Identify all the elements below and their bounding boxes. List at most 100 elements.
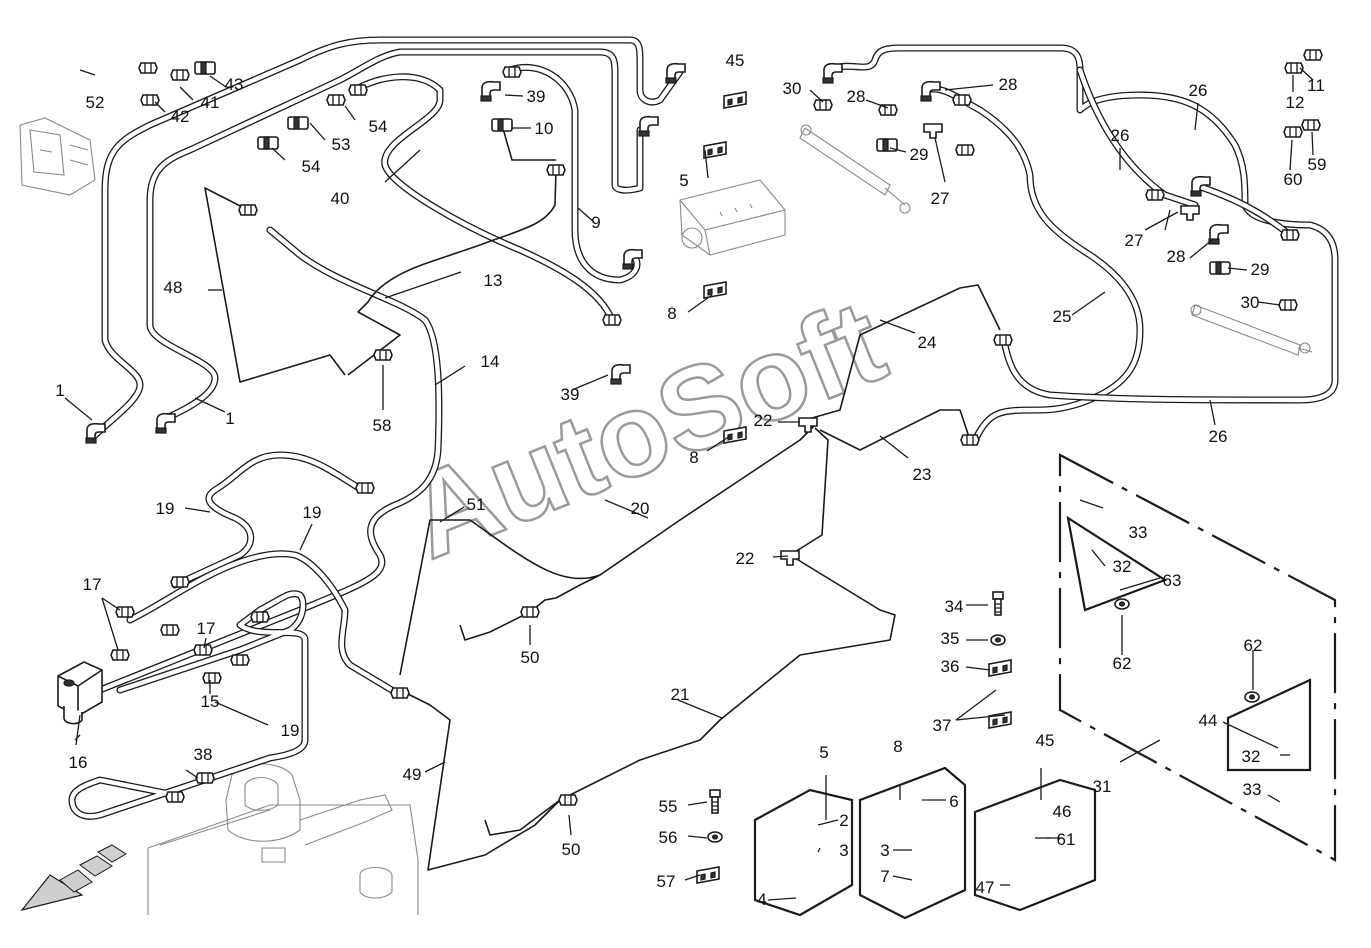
callout-c55: 55: [659, 797, 678, 816]
callout-c51: 51: [467, 495, 486, 514]
pipe-19-bottom: [68, 590, 309, 820]
washer: [1114, 598, 1130, 610]
callout-c16: 16: [69, 753, 88, 772]
hose-nut: [115, 606, 135, 618]
thin-line-20: [399, 424, 816, 676]
callout-c39a: 39: [527, 87, 546, 106]
callout-c19a: 19: [156, 499, 175, 518]
tee-fitting: [798, 417, 818, 433]
elbow-fitting: [1208, 223, 1229, 245]
elbow-fitting: [822, 62, 843, 84]
pipe-26: [826, 44, 1339, 404]
hose-nut: [878, 104, 898, 116]
callout-c22b: 22: [736, 549, 755, 568]
leader-line: [1222, 721, 1279, 749]
thin-line-10: [501, 124, 556, 161]
hose-nut: [1283, 126, 1303, 138]
callout-c29a: 29: [910, 145, 929, 164]
callout-c26a: 26: [1189, 81, 1208, 100]
callout-c28b: 28: [847, 87, 866, 106]
hose-nut: [955, 144, 975, 156]
pipe-40: [351, 73, 616, 324]
callout-c43: 43: [225, 75, 244, 94]
leader-line: [817, 847, 821, 853]
leader-line: [1299, 67, 1314, 81]
callout-c37: 37: [933, 716, 952, 735]
hose-nut: [602, 314, 622, 326]
leader-line: [944, 84, 994, 91]
callout-c20: 20: [631, 499, 650, 518]
leader-line: [101, 597, 121, 611]
callout-c5b: 5: [679, 171, 688, 190]
callout-c25: 25: [1053, 307, 1072, 326]
leader-line: [184, 507, 211, 513]
callout-c8b: 8: [689, 448, 698, 467]
callout-c26b: 26: [1111, 126, 1130, 145]
callout-c46: 46: [1053, 802, 1072, 821]
callout-c13: 13: [484, 271, 503, 290]
callout-c27b: 27: [931, 189, 950, 208]
tee-fitting: [1180, 205, 1200, 221]
leader-line: [965, 666, 991, 671]
detail-panel-group-8: [858, 766, 967, 920]
callout-c30b: 30: [1241, 293, 1260, 312]
leader-line: [344, 105, 356, 121]
adapter-fitting: [1209, 261, 1231, 275]
callout-c33a: 33: [1129, 523, 1148, 542]
callout-c32a: 32: [1113, 557, 1132, 576]
elbow-fitting: [155, 412, 176, 434]
leader-line: [1289, 139, 1293, 171]
adapter-fitting: [287, 116, 309, 130]
pipe-9: [506, 63, 641, 284]
washer: [1244, 691, 1260, 703]
thin-line-13: [347, 169, 557, 376]
leader-line: [1189, 239, 1213, 259]
control-valve-block: [679, 179, 786, 256]
hose-nut: [165, 791, 185, 803]
hose-nut: [250, 611, 270, 623]
callout-c57: 57: [657, 872, 676, 891]
callout-c59: 59: [1308, 155, 1327, 174]
leader-line: [1091, 549, 1106, 567]
hose-nut: [520, 606, 540, 618]
leader-line: [955, 714, 1006, 721]
small-nut: [1301, 119, 1321, 131]
pipe-lines: [68, 36, 1339, 820]
hose-nut: [993, 334, 1013, 346]
thin-line-50-upper: [459, 574, 601, 641]
leader-line: [504, 94, 524, 97]
hose-nut: [202, 672, 222, 684]
hose-nut: [1278, 299, 1298, 311]
callout-c7: 7: [880, 867, 889, 886]
clamp: [723, 426, 747, 444]
leader-line: [767, 897, 797, 901]
callout-c11: 11: [1307, 76, 1325, 95]
callout-c15: 15: [201, 692, 220, 711]
callout-c35: 35: [941, 629, 960, 648]
leader-line: [687, 294, 713, 313]
leader-line: [704, 149, 709, 179]
adapter-fitting: [140, 94, 160, 106]
leader-line: [879, 435, 909, 459]
steering-cylinder-lower: [1190, 304, 1313, 356]
hose-nut: [1280, 229, 1300, 241]
detail-panel-group-5: [753, 788, 854, 917]
callout-c38: 38: [194, 745, 213, 764]
small-fitting: [546, 164, 566, 176]
clamp: [696, 866, 720, 884]
leader-line: [1071, 291, 1106, 316]
hose-nut: [170, 69, 190, 81]
leader-line: [955, 689, 997, 721]
hose-nut: [952, 94, 972, 106]
hose-nut: [960, 434, 980, 446]
hose-nut: [390, 687, 410, 699]
direction-arrow-icon: [20, 844, 127, 912]
hose-nut: [1145, 189, 1165, 201]
callout-c19b: 19: [303, 503, 322, 522]
callout-c22a: 22: [754, 411, 773, 430]
detail-panel-group-31: [1058, 453, 1337, 862]
hose-nut: [193, 644, 213, 656]
callout-c41: 41: [201, 93, 220, 112]
small-nut: [1303, 49, 1323, 61]
hose-nut: [326, 94, 346, 106]
